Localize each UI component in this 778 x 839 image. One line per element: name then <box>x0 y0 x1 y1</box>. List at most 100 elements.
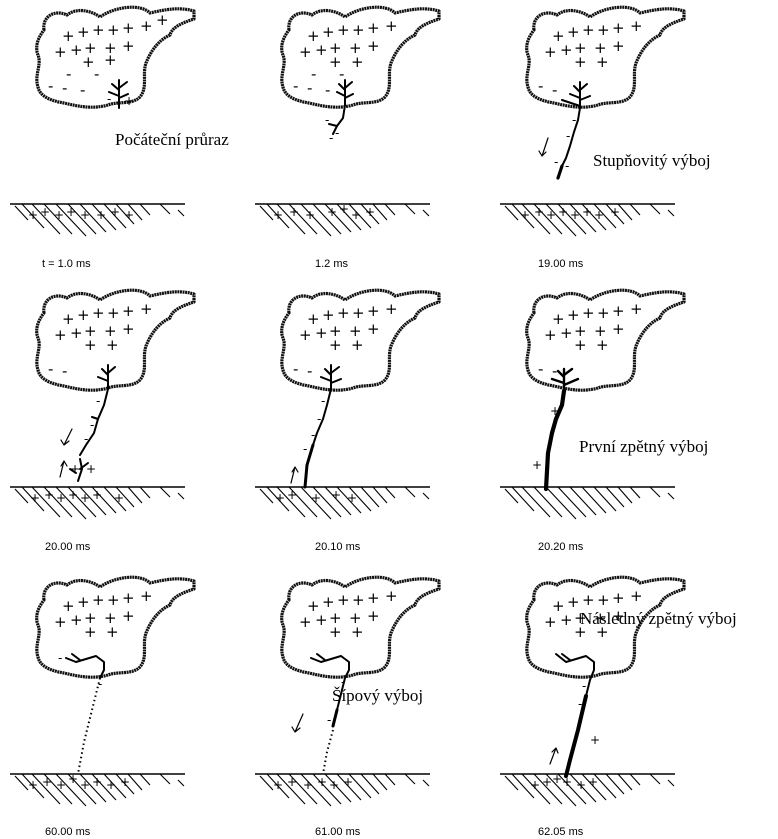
svg-text:+: + <box>42 775 52 789</box>
time-label: 20.10 ms <box>315 541 360 553</box>
svg-text:+: + <box>92 304 105 322</box>
panel-initial-breakdown: +++++++ +++++ ++ -- --- -+ ++++++++ Počá… <box>0 0 250 255</box>
svg-text:+: + <box>106 778 116 792</box>
svg-text:+: + <box>44 488 54 502</box>
svg-text:+: + <box>54 208 64 222</box>
svg-text:-: - <box>572 113 576 127</box>
svg-text:-: - <box>329 131 333 145</box>
svg-text:+: + <box>329 778 339 792</box>
panel-2-drawing: ++++++ +++++ ++ -- --- --- +++++++ <box>245 0 495 255</box>
svg-text:+: + <box>28 778 38 792</box>
storm-cloud: +++++++ +++++ ++ -- --- <box>37 7 194 107</box>
panel-first-return-stroke: ++++++ +++++ ++ -- ++ První zpětný výboj… <box>490 283 740 538</box>
svg-text:+: + <box>352 591 365 609</box>
svg-text:+: + <box>70 611 83 629</box>
panel-20-10ms: ++++++ +++++ ++ -- ---- +++++ 20.10 ms <box>245 283 495 538</box>
svg-text:+: + <box>124 94 134 108</box>
panel-dart-leader: ++++++ +++++ ++ --- ++++++ Šípový výboj … <box>245 570 495 825</box>
time-label: 1.2 ms <box>315 258 348 270</box>
svg-text:-: - <box>307 79 312 97</box>
svg-text:-: - <box>552 362 557 380</box>
svg-text:+: + <box>337 21 350 39</box>
panel-1-drawing: +++++++ +++++ ++ -- --- -+ ++++++++ <box>0 0 250 255</box>
svg-text:+: + <box>612 37 625 55</box>
svg-text:+: + <box>70 462 80 476</box>
svg-text:+: + <box>156 11 169 29</box>
svg-text:-: - <box>538 77 543 95</box>
svg-text:+: + <box>582 591 595 609</box>
svg-text:+: + <box>367 302 380 320</box>
svg-text:-: - <box>48 360 53 378</box>
svg-text:-: - <box>90 418 94 432</box>
ground: ++++++++ <box>10 204 185 236</box>
svg-text:+: + <box>287 775 297 789</box>
svg-text:-: - <box>325 81 330 99</box>
svg-text:+: + <box>54 326 67 344</box>
svg-text:-: - <box>307 362 312 380</box>
svg-text:-: - <box>325 113 329 127</box>
svg-text:+: + <box>122 302 135 320</box>
svg-text:+: + <box>107 304 120 322</box>
svg-text:+: + <box>315 611 328 629</box>
svg-text:-: - <box>327 713 331 727</box>
svg-text:+: + <box>352 21 365 39</box>
svg-text:+: + <box>550 404 560 418</box>
svg-text:+: + <box>352 304 365 322</box>
svg-text:+: + <box>56 778 66 792</box>
svg-text:+: + <box>544 613 557 631</box>
svg-text:+: + <box>92 591 105 609</box>
svg-text:-: - <box>538 360 543 378</box>
svg-text:-: - <box>321 394 325 408</box>
svg-text:+: + <box>560 611 573 629</box>
svg-text:-: - <box>335 126 339 140</box>
svg-text:-: - <box>303 442 307 456</box>
svg-text:+: + <box>327 205 337 219</box>
svg-text:+: + <box>544 43 557 61</box>
svg-text:-: - <box>339 65 344 83</box>
label-first-return-stroke: První zpětný výboj <box>579 437 708 457</box>
svg-text:-: - <box>58 651 62 665</box>
svg-text:+: + <box>542 775 552 789</box>
svg-text:+: + <box>82 53 95 71</box>
svg-text:+: + <box>84 336 97 354</box>
panel-3-drawing: ++++++ +++++ ++ -- ---- ++++++++ <box>490 0 778 255</box>
svg-text:-: - <box>578 697 582 711</box>
panel-6-drawing: ++++++ +++++ ++ -- ++ <box>490 283 778 538</box>
svg-text:+: + <box>80 778 90 792</box>
svg-text:+: + <box>351 336 364 354</box>
svg-text:+: + <box>315 324 328 342</box>
panel-subsequent-return-stroke: ++++++ +++++ ++ --+ ++++++ Následný zpět… <box>490 570 740 825</box>
svg-text:+: + <box>56 491 66 505</box>
svg-text:+: + <box>299 613 312 631</box>
time-label: 62.05 ms <box>538 826 583 838</box>
svg-text:+: + <box>106 623 119 641</box>
svg-text:+: + <box>582 304 595 322</box>
svg-text:-: - <box>62 79 67 97</box>
svg-text:+: + <box>343 775 353 789</box>
svg-text:-: - <box>566 129 570 143</box>
svg-text:+: + <box>385 587 398 605</box>
label-stepped-leader: Stupňovitý výboj <box>593 151 711 171</box>
svg-text:-: - <box>48 77 53 95</box>
svg-text:+: + <box>337 591 350 609</box>
svg-text:+: + <box>562 775 572 789</box>
svg-text:+: + <box>84 623 97 641</box>
svg-text:+: + <box>92 21 105 39</box>
time-label: 20.20 ms <box>538 541 583 553</box>
svg-text:+: + <box>532 458 542 472</box>
svg-text:+: + <box>28 208 38 222</box>
svg-text:+: + <box>597 304 610 322</box>
svg-text:-: - <box>554 155 558 169</box>
svg-text:+: + <box>275 491 285 505</box>
svg-text:+: + <box>597 21 610 39</box>
svg-text:+: + <box>337 304 350 322</box>
svg-text:+: + <box>560 324 573 342</box>
label-dart-leader: Šípový výboj <box>332 686 423 706</box>
svg-text:+: + <box>110 205 120 219</box>
svg-text:-: - <box>311 428 315 442</box>
svg-text:+: + <box>122 589 135 607</box>
svg-text:+: + <box>534 205 544 219</box>
panel-1-2ms: ++++++ +++++ ++ -- --- --- +++++++ 1.2 m… <box>245 0 495 255</box>
svg-text:+: + <box>385 17 398 35</box>
svg-text:+: + <box>66 205 76 219</box>
